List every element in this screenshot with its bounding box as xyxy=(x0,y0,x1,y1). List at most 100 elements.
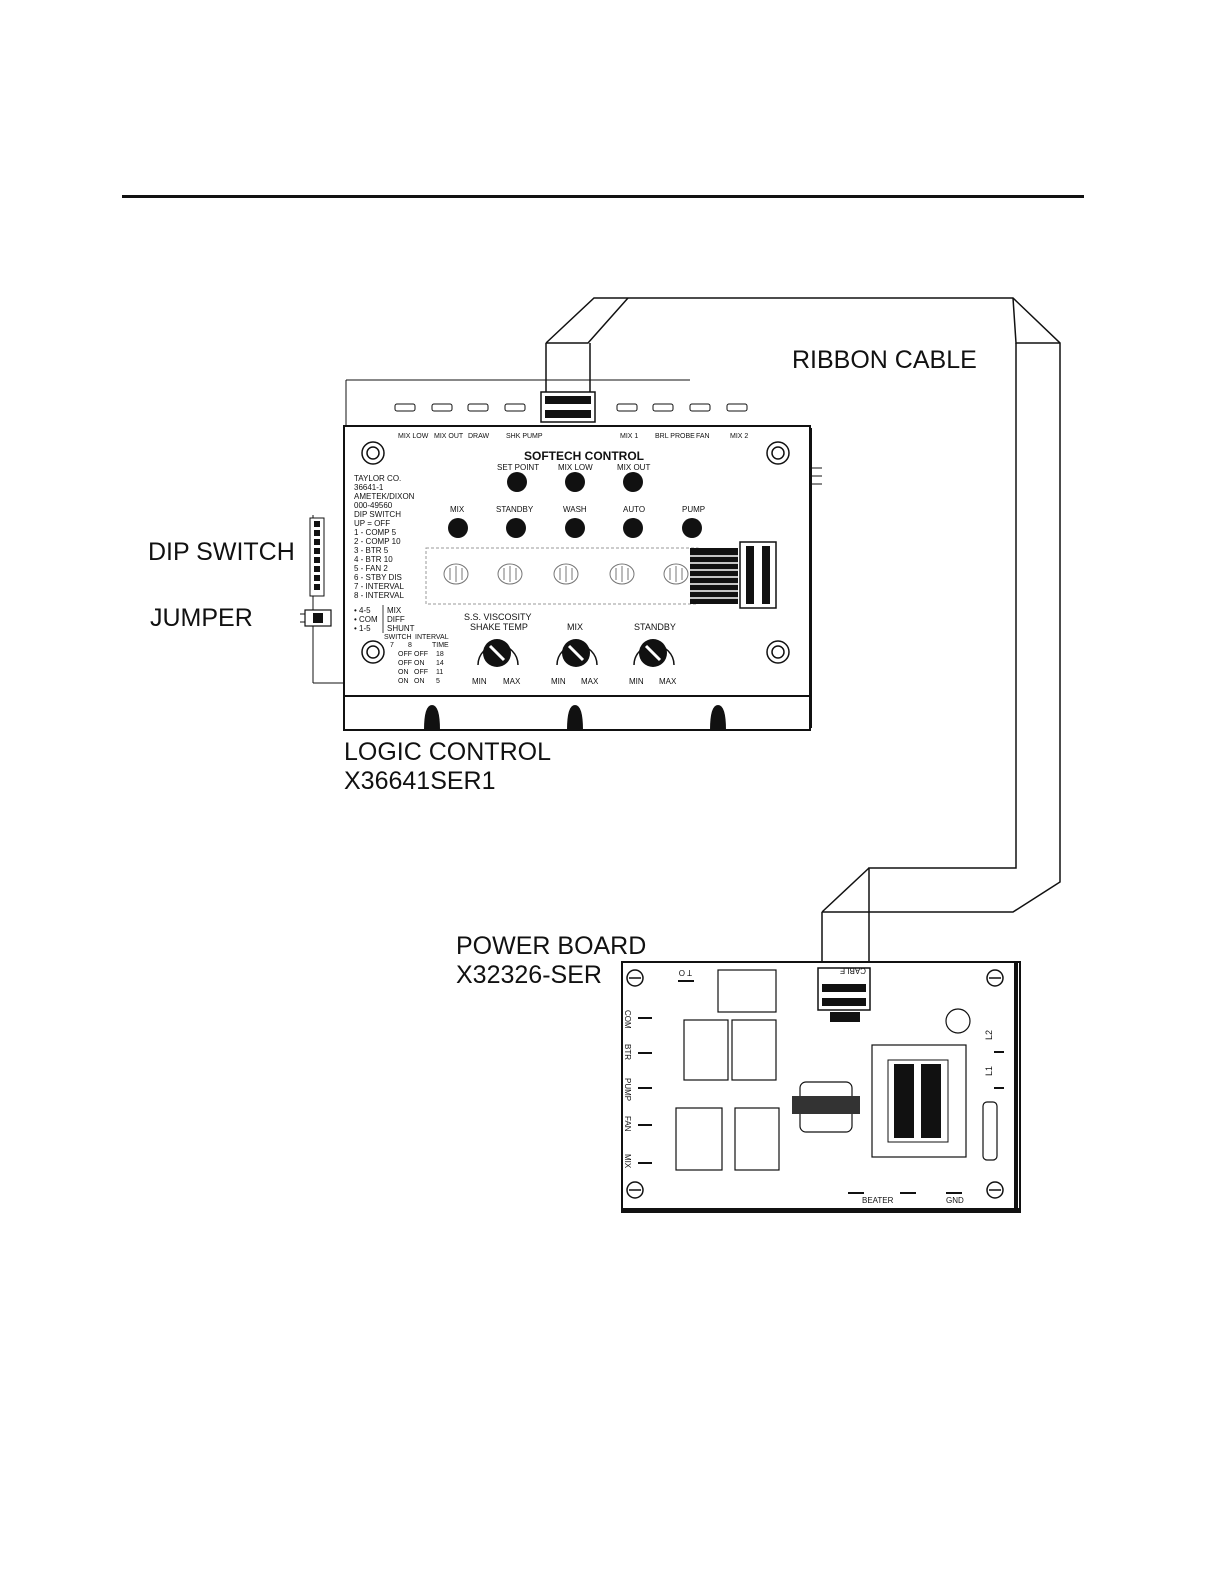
knob-max: MAX xyxy=(581,677,599,686)
interval-header: TIME xyxy=(432,642,449,649)
knob-min: MIN xyxy=(551,677,566,686)
terminal-label: BTR xyxy=(623,1044,632,1060)
interval-cell: ON xyxy=(414,660,425,667)
button-label: SET POINT xyxy=(497,463,539,472)
knob-min: MIN xyxy=(629,677,644,686)
knob-label: SHAKE TEMP xyxy=(470,622,528,632)
row2-buttons: MIX STANDBY WASH AUTO PUMP xyxy=(448,505,705,538)
ribbon-connector-top xyxy=(540,391,596,423)
interval-cell: ON xyxy=(398,678,409,685)
info-line: TAYLOR CO. xyxy=(354,474,401,483)
terminal-label: FAN xyxy=(623,1116,632,1132)
keypad-connector xyxy=(690,541,777,609)
button-label: AUTO xyxy=(623,505,645,514)
interval-header: 8 xyxy=(408,642,412,649)
pump-button[interactable] xyxy=(682,518,702,538)
interval-header: 7 xyxy=(390,642,394,649)
jumper-label: JUMPER xyxy=(150,604,253,632)
interval-cell: ON xyxy=(398,669,409,676)
power-board-name: POWER BOARD xyxy=(456,932,647,960)
terminal-label: MIX xyxy=(623,1154,632,1169)
mix-button[interactable] xyxy=(448,518,468,538)
wash-button[interactable] xyxy=(565,518,585,538)
setpoint-button[interactable] xyxy=(507,472,527,492)
header-rule xyxy=(122,195,1084,198)
info-line: UP = OFF xyxy=(354,519,390,528)
interval-cell: 5 xyxy=(436,678,440,685)
logic-control-label: LOGIC CONTROL X36641SER1 xyxy=(344,738,551,796)
logic-control-name: LOGIC CONTROL xyxy=(344,738,551,766)
info-line: DIP SWITCH xyxy=(354,510,401,519)
interval-cell: OFF xyxy=(414,669,428,676)
interval-cell: 14 xyxy=(436,660,444,667)
info-line: 7 - INTERVAL xyxy=(354,582,404,591)
power-board-part: X32326-SER xyxy=(456,960,602,989)
knob-min: MIN xyxy=(472,677,487,686)
knob-label: MIX xyxy=(567,622,583,632)
interval-header: INTERVAL xyxy=(415,634,449,641)
dip-switch-label: DIP SWITCH xyxy=(148,538,295,566)
interval-cell: OFF xyxy=(398,651,412,658)
led-row xyxy=(394,403,748,412)
row1-buttons: SET POINT MIX LOW MIX OUT xyxy=(497,463,650,492)
info-line: 8 - INTERVAL xyxy=(354,591,404,600)
auto-button[interactable] xyxy=(623,518,643,538)
led-label: DRAW xyxy=(468,433,490,440)
led-label: MIX 1 xyxy=(620,433,638,440)
info-line: 3 - BTR 5 xyxy=(354,546,389,555)
knobs: S.S. VISCOSITY SHAKE TEMP MIX STANDBY MI… xyxy=(464,612,677,686)
led-label: SHK PUMP xyxy=(506,433,543,440)
led-label: MIX LOW xyxy=(398,433,429,440)
jumper-pin: • COM xyxy=(354,615,378,624)
button-label: MIX LOW xyxy=(558,463,593,472)
info-line: 5 - FAN 2 xyxy=(354,564,388,573)
info-line: 2 - COMP 10 xyxy=(354,537,401,546)
terminal-label: PUMP xyxy=(623,1078,632,1101)
jumper-pin: • 1-5 xyxy=(354,624,371,633)
led-label: MIX 2 xyxy=(730,433,748,440)
led-labels: MIX LOW MIX OUT DRAW SHK PUMP MIX 1 BRL … xyxy=(398,433,748,440)
interval-cell: 18 xyxy=(436,651,444,658)
button-label: MIX xyxy=(450,505,465,514)
standby-button[interactable] xyxy=(506,518,526,538)
beater-label: BEATER xyxy=(862,1196,894,1205)
interval-table: SWITCH INTERVAL 7 8 TIME OFF OFF 18 OFF … xyxy=(384,634,449,685)
cable-label: CABLE xyxy=(840,966,866,975)
power-board: COM BTR PUMP FAN MIX CABLE T O L2 L1 BEA… xyxy=(621,961,1021,1213)
standby-knob[interactable] xyxy=(633,639,675,667)
terminal-label: COM xyxy=(623,1010,632,1029)
dip-switch[interactable] xyxy=(309,517,325,597)
jumper[interactable] xyxy=(300,609,332,627)
mixlow-button[interactable] xyxy=(565,472,585,492)
gnd-label: GND xyxy=(946,1196,964,1205)
button-label: WASH xyxy=(563,505,587,514)
power-board-label: POWER BOARD X32326-SER xyxy=(456,932,646,990)
line-label: L1 xyxy=(984,1066,994,1076)
board-title: SOFTECH CONTROL xyxy=(524,449,644,463)
interval-cell: ON xyxy=(414,678,425,685)
interval-cell: OFF xyxy=(414,651,428,658)
mix-knob[interactable] xyxy=(556,639,598,667)
interval-header: SWITCH xyxy=(384,634,412,641)
knob-label: S.S. VISCOSITY xyxy=(464,612,532,622)
screw-holes xyxy=(361,441,790,664)
jumper-mode: SHUNT xyxy=(387,624,415,633)
interval-cell: OFF xyxy=(398,660,412,667)
led-label: MIX OUT xyxy=(434,433,464,440)
viscosity-knob[interactable] xyxy=(477,639,519,667)
jumper-mode: DIFF xyxy=(387,615,405,624)
info-block: TAYLOR CO. 36641-1 AMETEK/DIXON 000-4956… xyxy=(354,474,415,600)
info-line: AMETEK/DIXON xyxy=(354,492,415,501)
jumper-mode: MIX xyxy=(387,606,402,615)
jumper-pin: • 4-5 xyxy=(354,606,371,615)
info-line: 4 - BTR 10 xyxy=(354,555,393,564)
mixout-button[interactable] xyxy=(623,472,643,492)
knob-label: STANDBY xyxy=(634,622,676,632)
logic-control-part: X36641SER1 xyxy=(344,766,496,795)
info-line: 000-49560 xyxy=(354,501,393,510)
side-pins xyxy=(812,467,822,485)
info-line: 1 - COMP 5 xyxy=(354,528,397,537)
knob-max: MAX xyxy=(659,677,677,686)
interval-cell: 11 xyxy=(436,669,443,676)
